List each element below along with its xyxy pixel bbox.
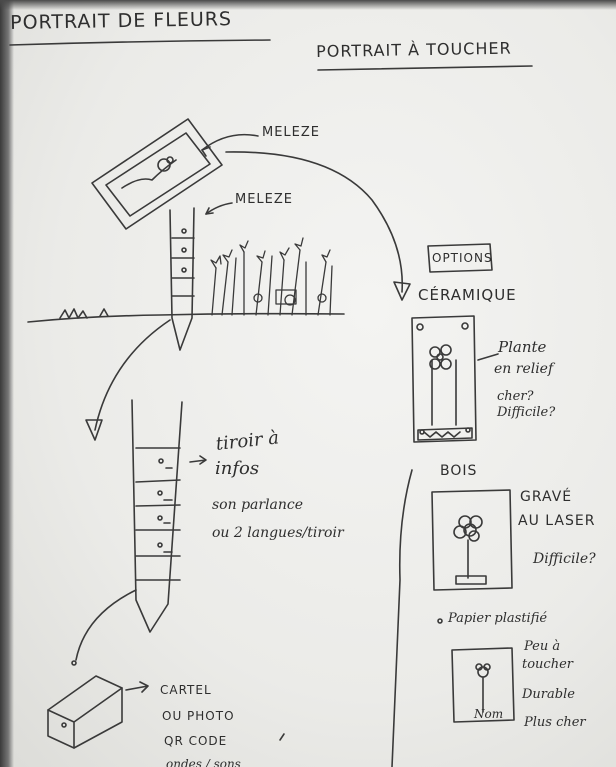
- post-drawing: [170, 208, 194, 350]
- label-bois-difficile: Difficile?: [533, 552, 596, 566]
- label-options: OPTIONS: [432, 252, 493, 264]
- label-plante-line2: en relief: [494, 362, 553, 376]
- ceramique-tile-drawing: [412, 316, 476, 442]
- label-ceramique: CÉRAMIQUE: [418, 288, 517, 303]
- ground-line: [28, 314, 344, 322]
- meleze-second-arrow: [206, 203, 232, 214]
- title-right-underline: [318, 66, 532, 70]
- right-divider-curve: [392, 470, 412, 767]
- label-grave: GRAVÉ: [520, 490, 572, 504]
- label-cher-difficile: Difficile?: [497, 406, 555, 419]
- label-bottom-cut: ondes / sons: [166, 758, 241, 767]
- label-meleze-second: MELEZE: [235, 193, 293, 206]
- sign-board-icon: [92, 119, 222, 229]
- title-left-underline: [10, 40, 270, 45]
- label-papier: Papier plastifié: [448, 612, 547, 625]
- label-plus-cher: Plus cher: [524, 716, 586, 729]
- label-photo: OU PHOTO: [162, 710, 235, 722]
- label-plante-line1: Plante: [498, 340, 546, 355]
- label-langues: ou 2 langues/tiroir: [212, 526, 344, 540]
- arrow-to-cartel: [76, 590, 136, 660]
- label-nom: Nom: [474, 708, 503, 720]
- drawer-post-drawing: [132, 400, 182, 632]
- label-tiroir-line2: infos: [215, 460, 259, 478]
- label-cartel: CARTEL: [160, 684, 212, 696]
- label-peu-line1: Peu à: [524, 640, 560, 653]
- label-durable: Durable: [522, 688, 575, 701]
- bois-panel-drawing: [432, 490, 512, 590]
- label-bois: BOIS: [440, 464, 477, 478]
- title-portrait-a-toucher: PORTRAIT À TOUCHER: [316, 41, 512, 60]
- label-cher: cher?: [497, 390, 534, 403]
- label-au-laser: AU LASER: [518, 514, 595, 528]
- label-peu-line2: toucher: [522, 658, 573, 671]
- label-son: son parlance: [212, 498, 303, 512]
- flowers-drawing: [211, 238, 332, 315]
- label-qr-code: QR CODE: [164, 735, 227, 747]
- arrow-to-ceramique: [226, 152, 402, 292]
- title-portrait-de-fleurs: PORTRAIT DE FLEURS: [10, 10, 232, 33]
- cartel-box-drawing: [48, 676, 122, 748]
- label-meleze-top: MELEZE: [262, 126, 320, 139]
